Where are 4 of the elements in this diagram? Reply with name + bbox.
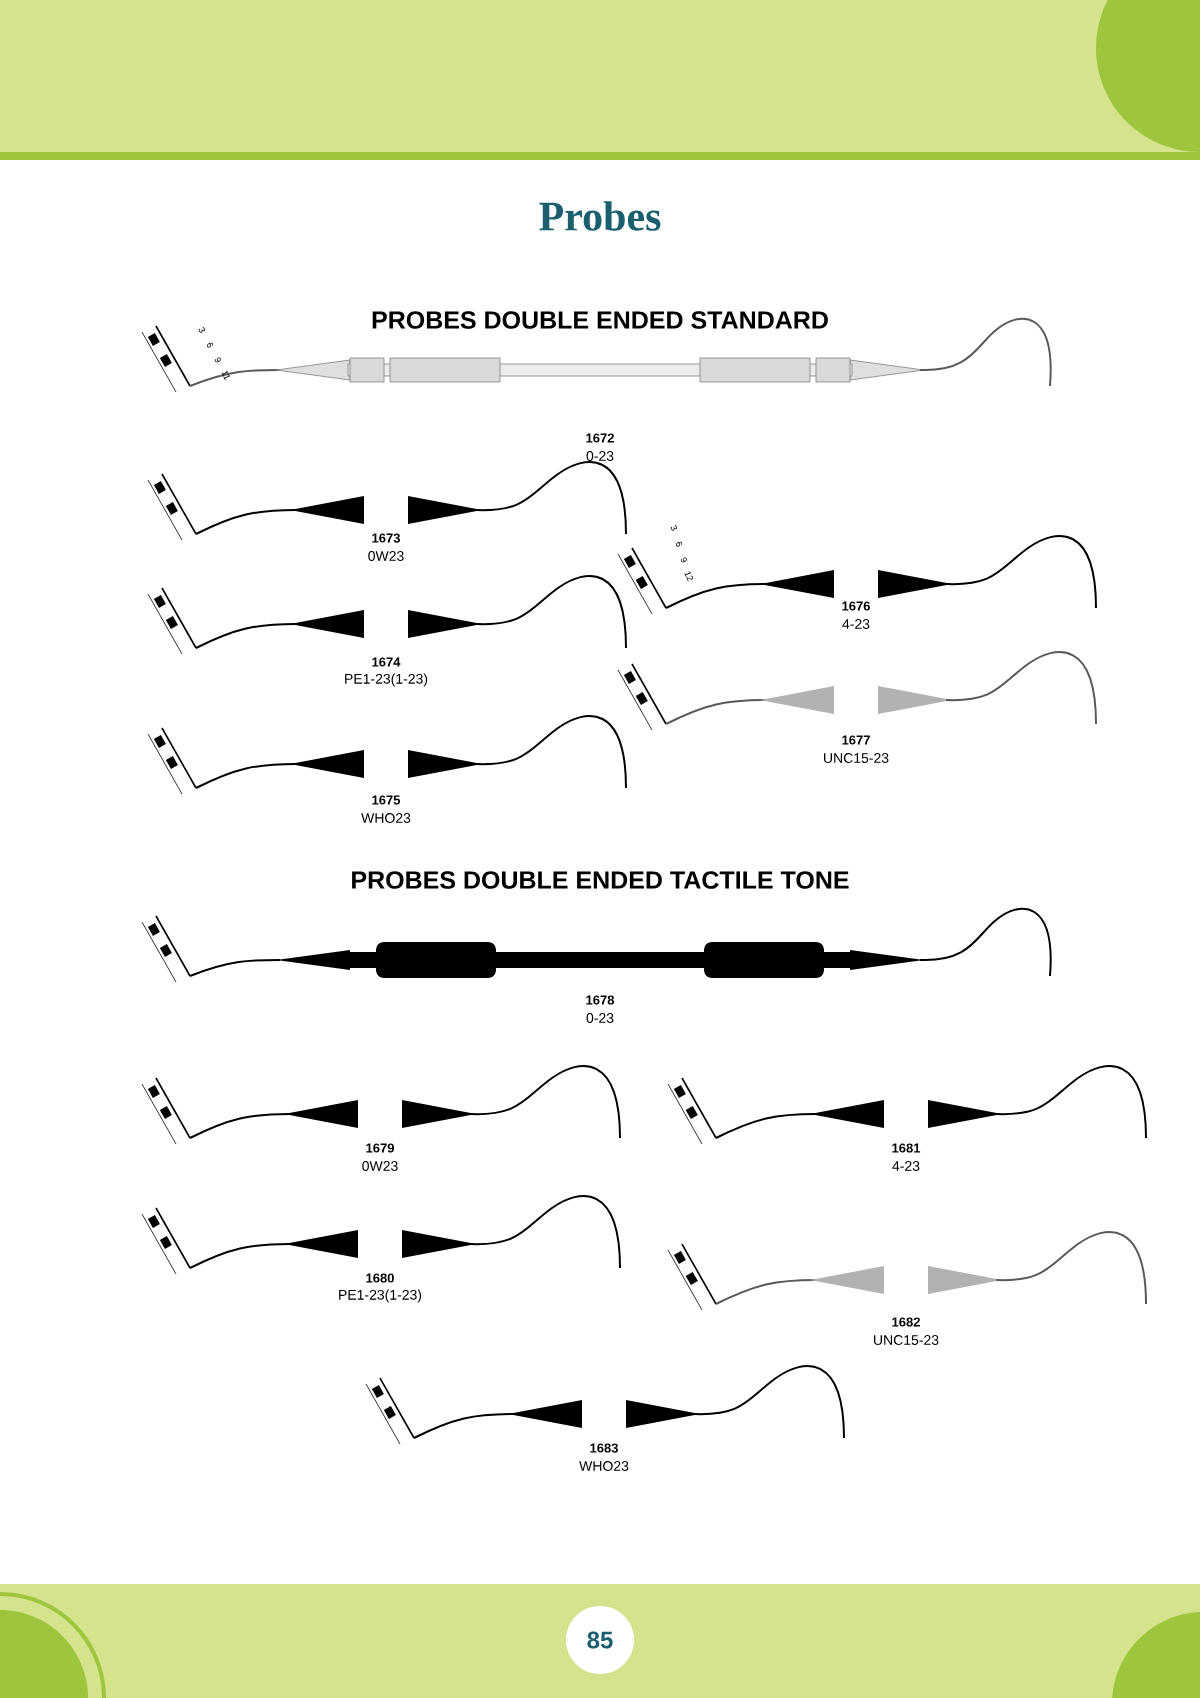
page-number: 85 xyxy=(566,1606,634,1674)
page-title: Probes xyxy=(539,201,661,231)
section-heading: PROBES DOUBLE ENDED STANDARD xyxy=(372,311,828,329)
section-heading: PROBES DOUBLE ENDED TACTILE TONE xyxy=(352,871,849,889)
